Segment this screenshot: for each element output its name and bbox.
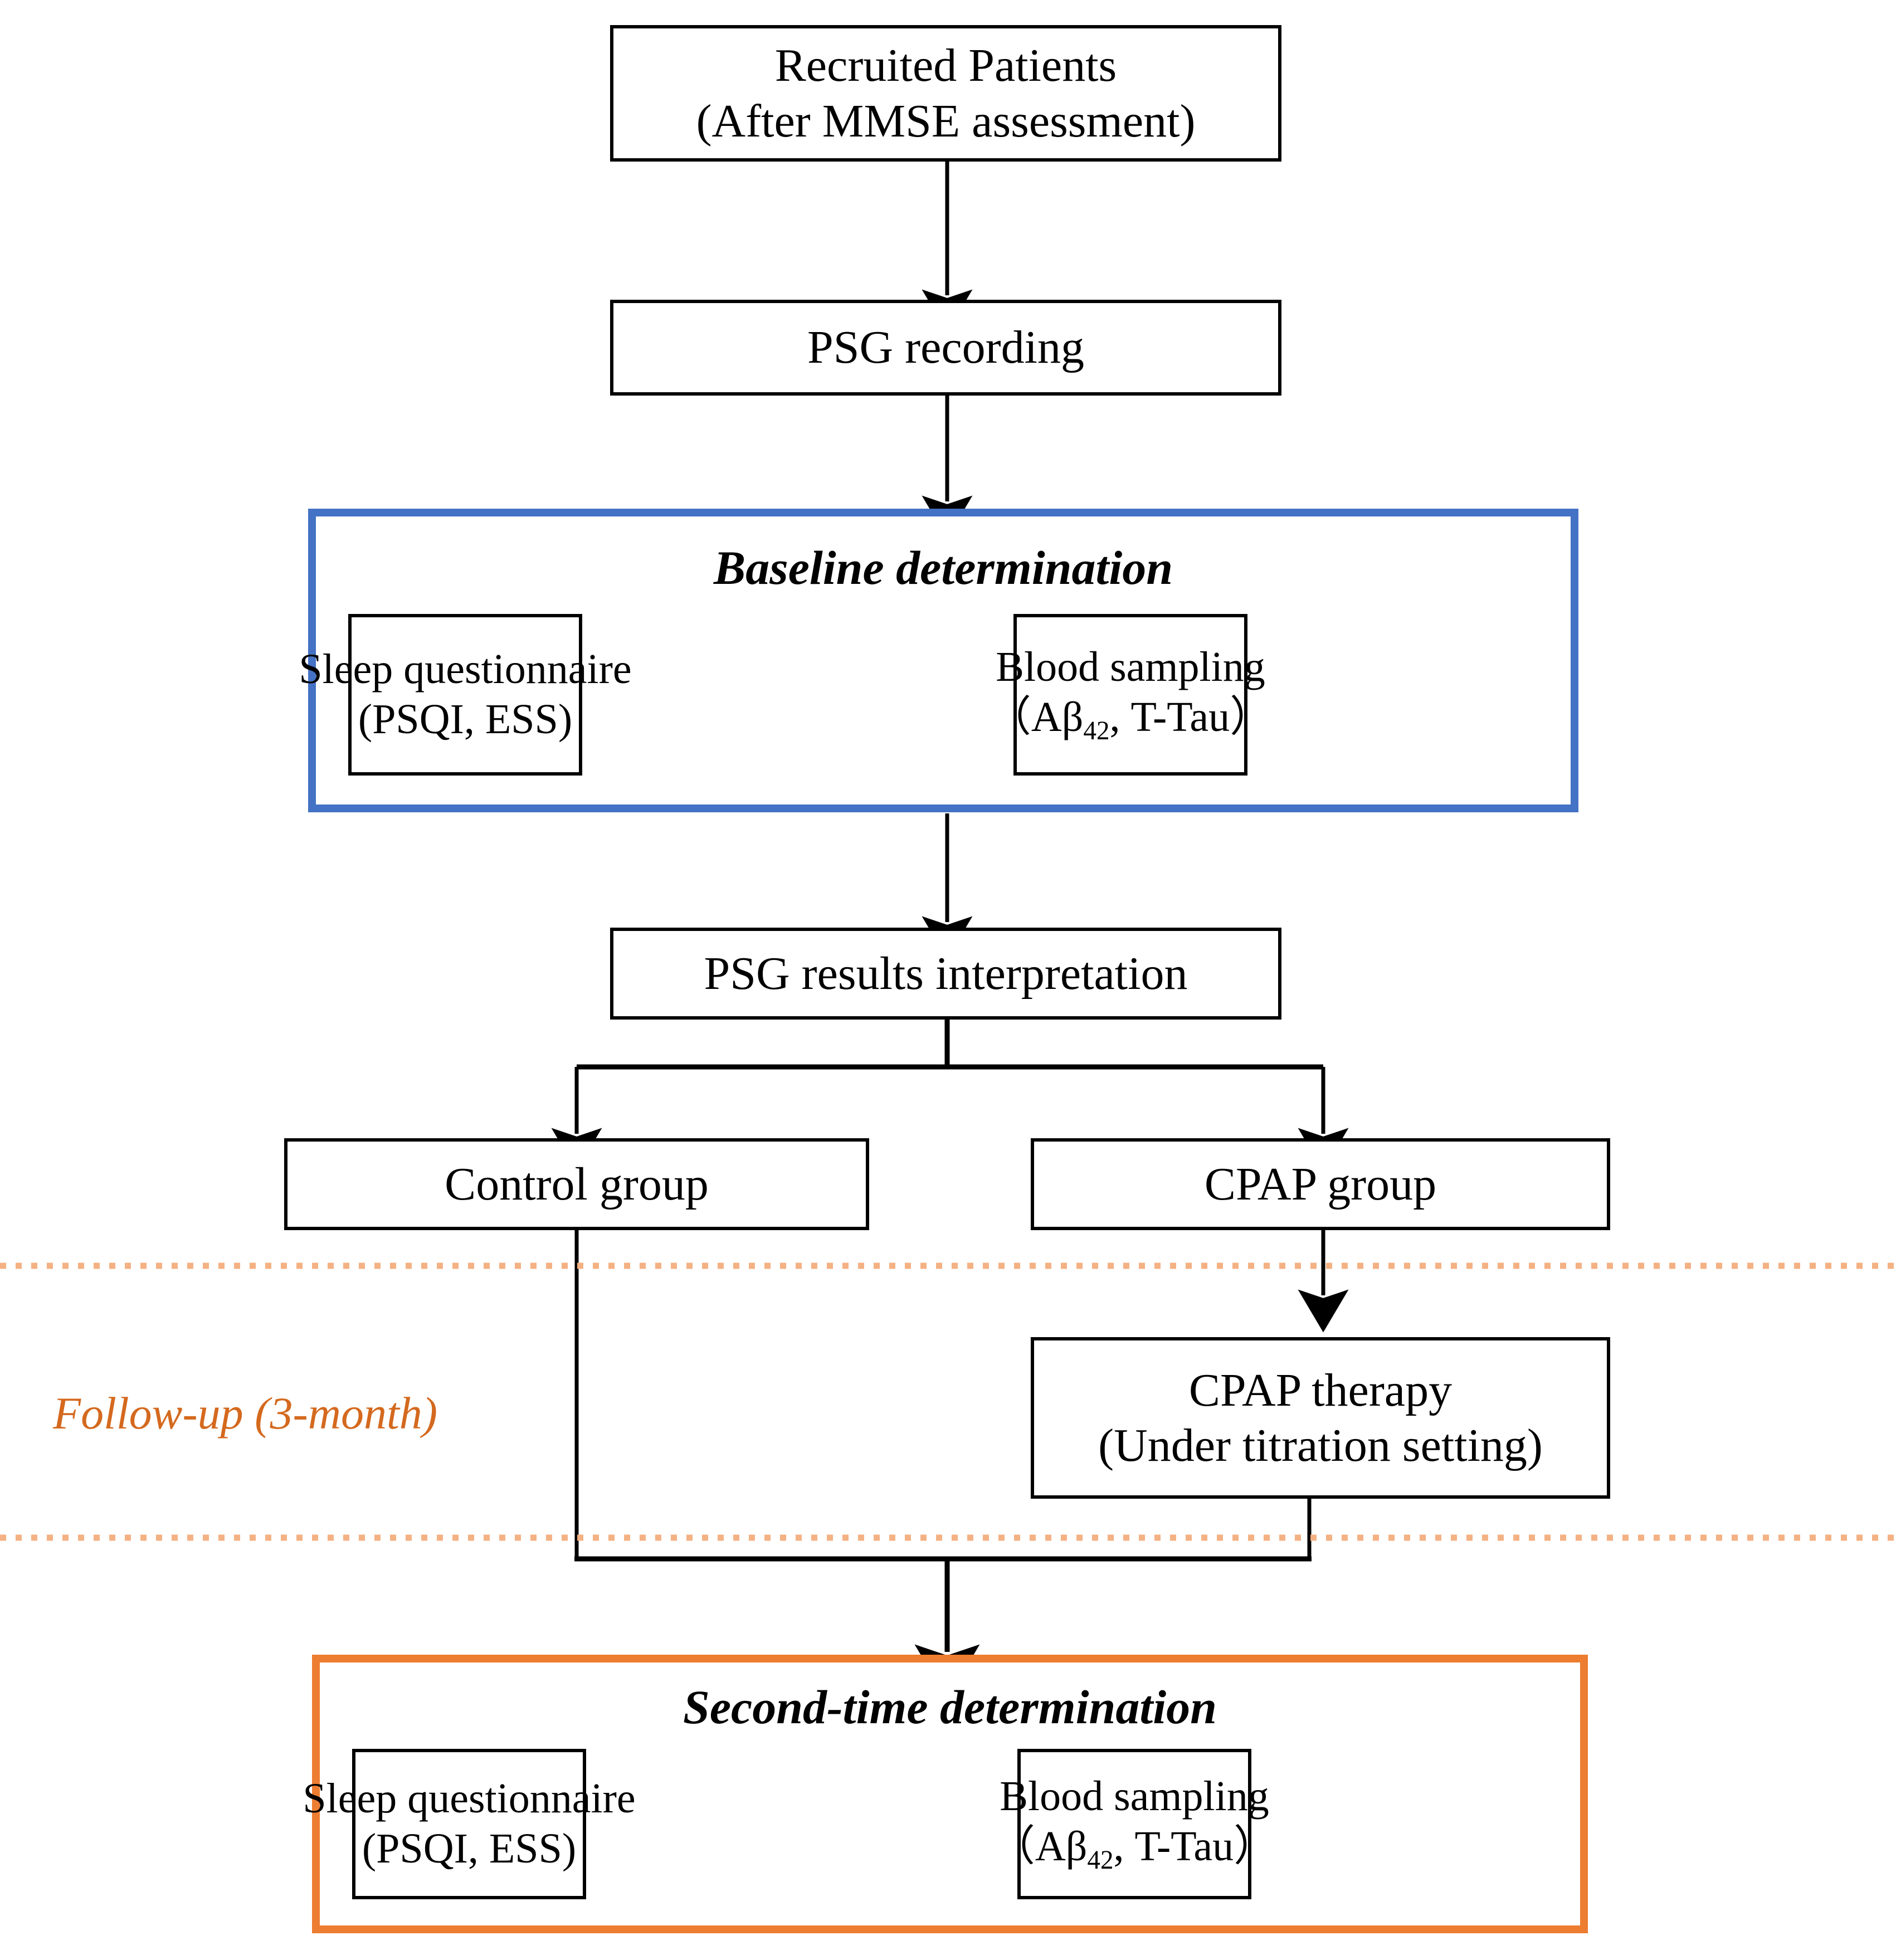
node-cpap-therapy[interactable]: CPAP therapy (Under titration setting) xyxy=(1031,1337,1610,1499)
second-time-sleep-questionnaire-line1: Sleep questionnaire xyxy=(303,1775,636,1822)
node-psg-results-interpretation[interactable]: PSG results interpretation xyxy=(610,928,1281,1020)
node-control-group[interactable]: Control group xyxy=(284,1138,869,1230)
node-second-time-sleep-questionnaire[interactable]: Sleep questionnaire (PSQI, ESS) xyxy=(303,1749,636,1899)
group-second-time-determination[interactable]: Second-time determination Sleep question… xyxy=(303,1655,1588,1933)
baseline-blood-sampling-line2-pre: （Aβ xyxy=(988,694,1084,740)
psg-recording-label: PSG recording xyxy=(807,321,1084,374)
cpap-group-label: CPAP group xyxy=(1204,1158,1437,1210)
node-second-time-blood-sampling[interactable]: Blood sampling （Aβ42, T-Tau） xyxy=(993,1749,1276,1899)
baseline-determination-title: Baseline determination xyxy=(713,541,1173,594)
node-baseline-sleep-questionnaire[interactable]: Sleep questionnaire (PSQI, ESS) xyxy=(299,614,632,776)
node-baseline-blood-sampling[interactable]: Blood sampling （Aβ42, T-Tau） xyxy=(989,614,1272,776)
second-time-blood-sampling-line2-post: , T-Tau） xyxy=(1113,1823,1276,1870)
baseline-blood-sampling-line2: （Aβ42, T-Tau） xyxy=(989,693,1272,747)
baseline-blood-sampling-line2-post: , T-Tau） xyxy=(1109,694,1273,740)
psg-results-interpretation-label: PSG results interpretation xyxy=(704,947,1188,999)
node-recruited-patients[interactable]: Recruited Patients (After MMSE assessmen… xyxy=(610,25,1281,162)
baseline-blood-sampling-subscript: 42 xyxy=(1083,716,1110,746)
baseline-sleep-questionnaire-line1: Sleep questionnaire xyxy=(299,646,632,693)
second-time-blood-sampling-line2: （Aβ42, T-Tau） xyxy=(993,1822,1276,1876)
recruited-patients-line1: Recruited Patients xyxy=(774,40,1117,92)
second-time-blood-sampling-line2-pre: （Aβ xyxy=(992,1823,1088,1870)
second-time-sleep-questionnaire-line2: (PSQI, ESS) xyxy=(362,1825,577,1872)
recruited-patients-line2: (After MMSE assessment) xyxy=(696,95,1196,147)
second-time-blood-sampling-line1: Blood sampling xyxy=(1000,1773,1269,1820)
node-cpap-group[interactable]: CPAP group xyxy=(1031,1138,1610,1230)
followup-phase-label: Follow-up (3-month) xyxy=(53,1388,438,1439)
second-time-blood-sampling-subscript: 42 xyxy=(1087,1846,1114,1875)
baseline-sleep-questionnaire-line2: (PSQI, ESS) xyxy=(358,696,573,743)
cpap-therapy-line1: CPAP therapy xyxy=(1188,1364,1453,1416)
group-baseline-determination[interactable]: Baseline determination Sleep questionnai… xyxy=(299,509,1578,812)
second-time-determination-title: Second-time determination xyxy=(683,1680,1217,1734)
cpap-therapy-line2: (Under titration setting) xyxy=(1098,1420,1543,1471)
control-group-label: Control group xyxy=(445,1158,709,1210)
node-psg-recording[interactable]: PSG recording xyxy=(610,300,1281,396)
baseline-blood-sampling-line1: Blood sampling xyxy=(996,643,1265,691)
